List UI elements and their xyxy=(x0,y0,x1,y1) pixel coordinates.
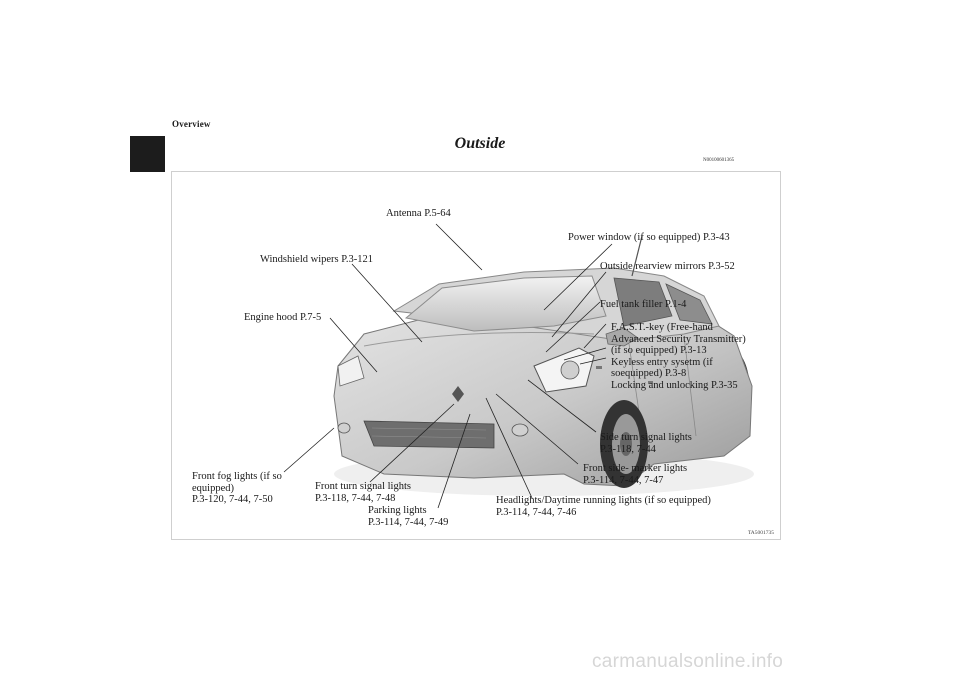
label-side-marker: Front side- marker lights P.3-114, 7-44,… xyxy=(583,463,688,486)
car-exterior-figure: Antenna P.5-64 Power window (if so equip… xyxy=(171,171,781,540)
label-fog-lights: Front fog lights (if so equipped) P.3-12… xyxy=(192,471,282,505)
watermark: carmanualsonline.info xyxy=(592,651,784,672)
callout-lines xyxy=(283,223,613,509)
label-antenna: Antenna P.5-64 xyxy=(386,208,451,219)
chapter-tab xyxy=(130,136,165,172)
car-illustration xyxy=(333,235,754,496)
label-power-window: Power window (if so equipped) P.3-43 xyxy=(568,232,730,243)
label-side-turn-signal: Side turn signal lights P.3-118, 7-44 xyxy=(600,432,692,455)
section-header: Overview xyxy=(172,119,211,129)
page-title: Outside xyxy=(454,135,506,152)
label-engine-hood: Engine hood P.7-5 xyxy=(244,312,322,323)
label-parking-lights: Parking lights P.3-114, 7-44, 7-49 xyxy=(368,505,449,528)
label-headlights: Headlights/Daytime running lights (if so… xyxy=(496,495,711,518)
label-outside-mirrors: Outside rearview mirrors P.3-52 xyxy=(600,261,735,272)
label-fast-key: F.A.S.T.-key (Free-hand Advanced Securit… xyxy=(611,322,746,391)
document-code: N00100601365 xyxy=(703,158,735,163)
label-windshield-wipers: Windshield wipers P.3-121 xyxy=(260,254,374,265)
label-fuel-tank-filler: Fuel tank filler P.1-4 xyxy=(600,299,687,310)
figure-code: TA5001735 xyxy=(747,530,774,536)
label-front-turn-signal: Front turn signal lights P.3-118, 7-44, … xyxy=(315,481,411,504)
